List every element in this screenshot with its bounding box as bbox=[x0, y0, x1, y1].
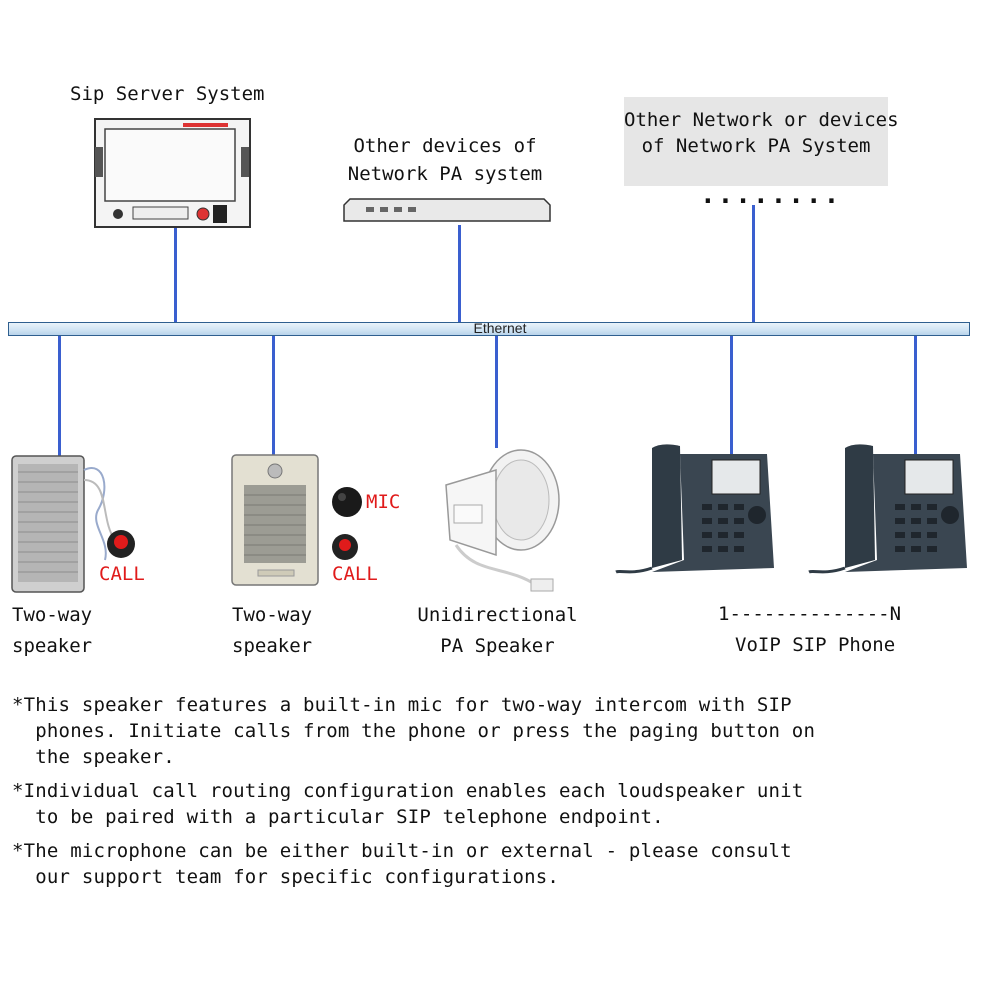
note-2: *Individual call routing configuration e… bbox=[12, 778, 982, 830]
other-network-label-line1: Other Network or devices bbox=[624, 109, 899, 131]
device-label-two-way-speaker-2: Two-way speaker bbox=[232, 600, 312, 662]
device-label-pa-speaker: Unidirectional PA Speaker bbox=[395, 600, 600, 662]
device-1-line2: speaker bbox=[12, 635, 93, 657]
note-1: *This speaker features a built-in mic fo… bbox=[12, 692, 982, 770]
wire-pa-speaker bbox=[495, 336, 498, 448]
note-1-line3: the speaker. bbox=[12, 746, 175, 768]
wire-other-network bbox=[752, 205, 755, 323]
call-label-1: CALL bbox=[99, 563, 145, 585]
other-devices-label-line2: Network PA system bbox=[347, 163, 543, 185]
call-label-2: CALL bbox=[332, 563, 378, 585]
ethernet-bus bbox=[8, 322, 970, 336]
call-button-icon-1 bbox=[107, 530, 135, 558]
note-2-line2: to be paired with a particular SIP telep… bbox=[12, 806, 664, 828]
device-2-line1: Two-way bbox=[232, 604, 313, 626]
mic-icon bbox=[332, 487, 362, 517]
mic-label: MIC bbox=[366, 491, 401, 513]
phone-range-label: 1--------------N bbox=[718, 603, 902, 625]
note-2-line1: *Individual call routing configuration e… bbox=[12, 780, 804, 802]
ceiling-pa-speaker-icon bbox=[445, 449, 560, 592]
sip-server-label: Sip Server System bbox=[70, 83, 265, 105]
wire-other-devices bbox=[458, 225, 461, 323]
device-3-line2: PA Speaker bbox=[440, 635, 555, 657]
voip-phone-icon-1 bbox=[615, 444, 774, 574]
wire-sip-server bbox=[174, 228, 177, 323]
device-2-line2: speaker bbox=[232, 635, 313, 657]
wire-speaker-2 bbox=[272, 336, 275, 456]
wire-phone-1 bbox=[730, 336, 733, 456]
note-3-line2: our support team for specific configurat… bbox=[12, 866, 560, 888]
note-1-line2: phones. Initiate calls from the phone or… bbox=[12, 720, 816, 742]
voip-phone-icon-n bbox=[808, 444, 967, 574]
two-way-column-speaker-icon bbox=[11, 455, 116, 593]
device-label-two-way-speaker-1: Two-way speaker bbox=[12, 600, 92, 662]
call-button-icon-2 bbox=[332, 534, 358, 560]
other-network-box bbox=[624, 97, 888, 186]
wire-phone-n bbox=[914, 336, 917, 456]
notes-section: *This speaker features a built-in mic fo… bbox=[12, 692, 982, 890]
sip-server-icon bbox=[94, 118, 251, 228]
ethernet-label: Ethernet bbox=[473, 320, 527, 336]
device-3-line1: Unidirectional bbox=[417, 604, 578, 626]
other-devices-label-line1: Other devices of bbox=[353, 135, 537, 157]
other-devices-label: Other devices of Network PA system bbox=[330, 132, 560, 188]
note-3-line1: *The microphone can be either built-in o… bbox=[12, 840, 792, 862]
network-device-icon bbox=[343, 198, 551, 222]
wire-speaker-1 bbox=[58, 336, 61, 460]
ellipsis-dots: ........ bbox=[700, 180, 842, 210]
two-way-wall-speaker-icon bbox=[231, 454, 319, 586]
other-network-label: Other Network or devices of Network PA S… bbox=[624, 107, 899, 159]
device-label-voip-phone: VoIP SIP Phone bbox=[735, 634, 896, 656]
other-network-label-line2: of Network PA System bbox=[641, 135, 871, 157]
note-3: *The microphone can be either built-in o… bbox=[12, 838, 982, 890]
note-1-line1: *This speaker features a built-in mic fo… bbox=[12, 694, 792, 716]
device-1-line1: Two-way bbox=[12, 604, 93, 626]
